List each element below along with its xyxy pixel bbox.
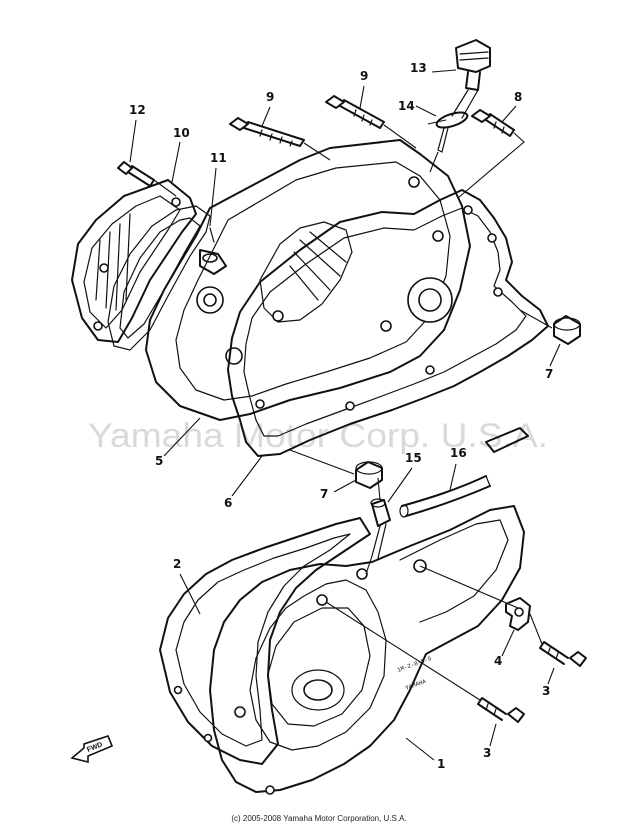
part-9-bolt-right[interactable]	[325, 95, 385, 129]
copyright-notice: (c) 2005-2008 Yamaha Motor Corporation, …	[231, 814, 407, 823]
part-7-dowel-right[interactable]	[553, 315, 581, 345]
part-3-bolt-upper[interactable]	[539, 641, 587, 667]
part-6-gasket[interactable]	[227, 189, 549, 457]
lower-leader-lines	[325, 477, 543, 701]
callout-15: 15	[405, 451, 422, 465]
callout-8: 8	[514, 90, 522, 104]
part-3-bolt-lower[interactable]	[477, 697, 525, 723]
part-8-bolt[interactable]	[471, 109, 515, 137]
callouts: 12 10 11 9 9 13 14 8 7 5 6 7 15	[129, 61, 561, 771]
part-14-o-ring[interactable]	[435, 109, 469, 130]
fwd-arrow: FWD	[70, 735, 114, 764]
callout-7-right: 7	[545, 367, 553, 381]
callout-14: 14	[398, 99, 415, 113]
callout-9-left: 9	[266, 90, 274, 104]
cover-stamp-number: 1M-2-8-8-5	[396, 655, 433, 674]
part-12-bolt[interactable]	[117, 161, 155, 187]
callout-10: 10	[173, 126, 190, 140]
callout-2: 2	[173, 557, 181, 571]
callout-7-left: 7	[320, 487, 328, 501]
cover-brand-text: YAMAHA	[404, 678, 427, 692]
part-13-filler-cap[interactable]	[451, 39, 491, 119]
callout-4: 4	[494, 654, 502, 668]
callout-12: 12	[129, 103, 146, 117]
part-4-bracket[interactable]	[505, 597, 531, 631]
callout-5: 5	[155, 454, 163, 468]
callout-3-upper: 3	[542, 684, 550, 698]
part-5-crankcase-cover[interactable]	[145, 139, 471, 421]
callout-6: 6	[224, 496, 232, 510]
part-9-bolt-left[interactable]	[229, 117, 305, 147]
callout-9-right: 9	[360, 69, 368, 83]
dipstick	[437, 127, 449, 153]
part-10-outer-cover[interactable]	[71, 179, 197, 343]
part-7-dowel-left[interactable]	[355, 461, 383, 489]
part-2-cover-gasket[interactable]	[159, 517, 371, 765]
callout-16: 16	[450, 446, 467, 460]
inner-gasket	[107, 205, 211, 351]
callout-3-lower: 3	[483, 746, 491, 760]
part-15-hose-fitting[interactable]	[370, 498, 391, 559]
part-11-fitting[interactable]	[199, 227, 227, 275]
callout-13: 13	[410, 61, 427, 75]
part-16-breather-hose[interactable]	[399, 427, 529, 518]
callout-1: 1	[437, 757, 445, 771]
upper-leader-lines	[153, 69, 553, 475]
callout-11: 11	[210, 151, 227, 165]
